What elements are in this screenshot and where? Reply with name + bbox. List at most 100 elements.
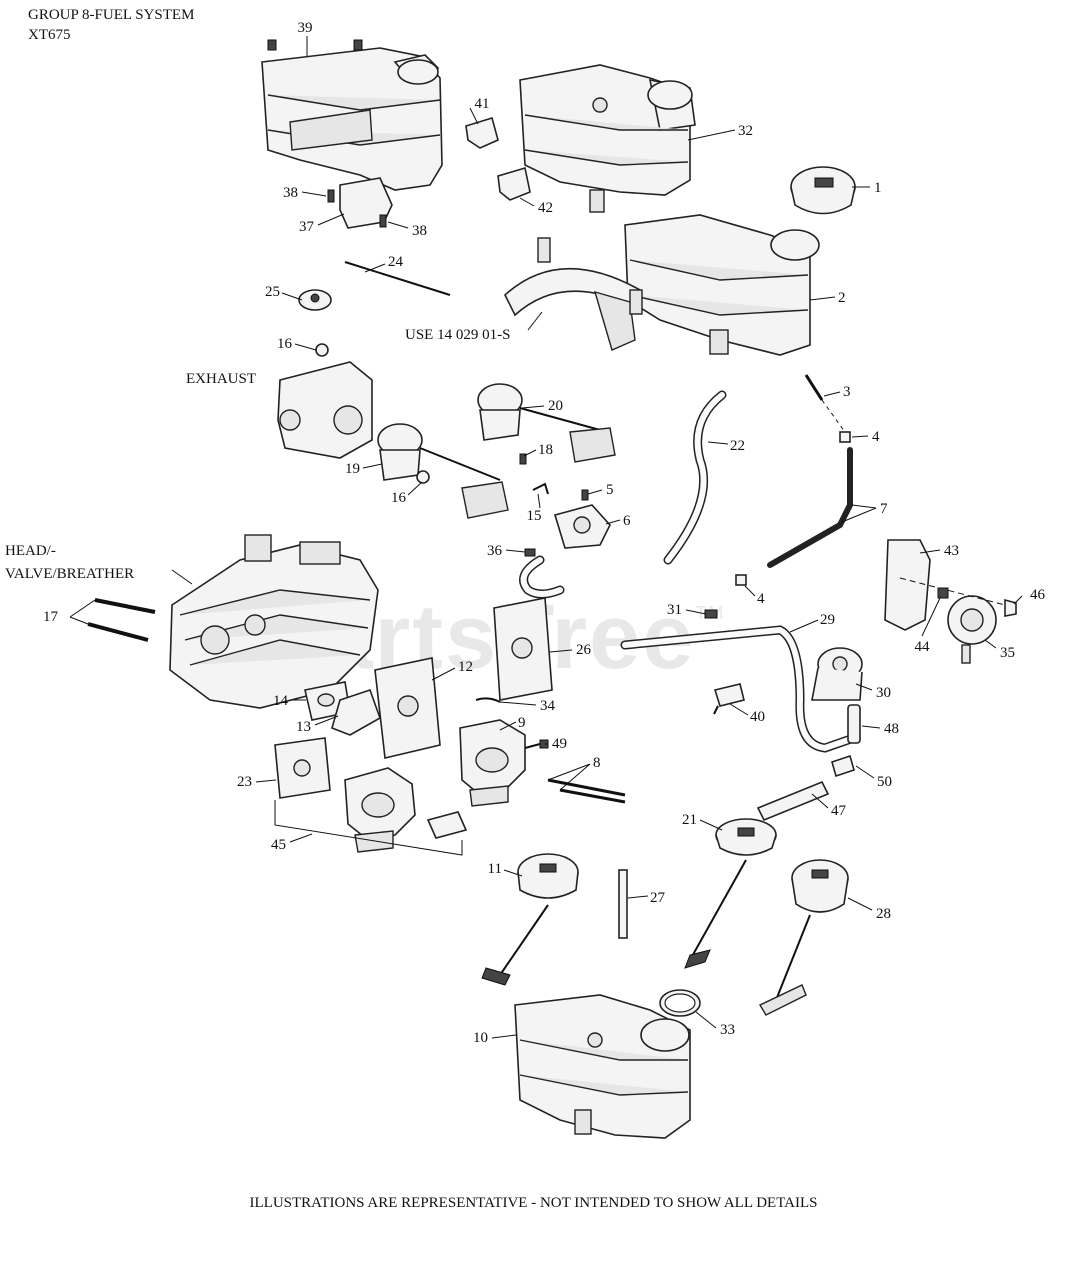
callout-30: 30 [876,685,891,701]
engine-head [169,534,379,709]
label-head-line1: HEAD/- [5,543,56,559]
leader-lines [69,36,1023,1039]
model-number: XT675 [28,27,71,43]
fuel-tank-32 [519,64,696,213]
callout-21: 21 [682,812,697,828]
bracket-37 [327,177,393,229]
fuel-cap-21 [684,818,777,969]
label-head-line2: VALVE/BREATHER [5,566,134,582]
callout-labels: 39 41 32 1 38 37 38 42 24 25 2 16 3 4 20… [43,20,1046,1046]
nut-16-mid [416,470,430,484]
rod-27 [618,869,628,939]
fuel-line-7 [767,374,853,568]
callout-47: 47 [831,803,847,819]
hose-22 [663,390,727,565]
callout-27: 27 [650,890,666,906]
solenoid-40 [713,683,745,715]
pin-17b [87,622,149,642]
callout-44: 44 [915,639,931,655]
fuel-pump-35 [947,595,997,664]
callout-20: 20 [548,398,563,414]
bracket-line-45 [274,800,463,856]
pin-17a [94,598,156,614]
callout-48: 48 [884,721,899,737]
callout-15: 15 [527,508,542,524]
callout-24: 24 [388,254,404,270]
clamp-4 [735,574,747,586]
nut-16-top [315,343,329,357]
nut-46 [1004,598,1017,617]
callout-19: 19 [345,461,360,477]
callout-32: 32 [738,123,753,139]
callout-14: 14 [273,693,289,709]
spacer-13 [331,688,381,736]
callout-46: 46 [1030,587,1046,603]
callout-17: 17 [43,609,59,625]
link-34 [475,697,501,703]
callout-4b: 4 [757,591,765,607]
callout-3: 3 [843,384,851,400]
label-exhaust: EXHAUST [186,371,256,387]
valve-25 [298,289,332,311]
callout-13: 13 [296,719,311,735]
footer-disclaimer: ILLUSTRATIONS ARE REPRESENTATIVE - NOT I… [249,1195,818,1211]
pin-8b [559,788,626,804]
tube-48 [847,704,861,744]
clip-41 [465,116,499,149]
vapor-canister-19 [377,423,509,519]
callout-36: 36 [487,543,503,559]
tube-47 [756,780,830,822]
clip-15 [532,482,549,495]
clamp-31 [704,609,718,619]
bracket-43 [884,539,931,631]
callout-16b: 16 [391,490,407,506]
callout-28: 28 [876,906,891,922]
muffler [277,361,373,459]
callout-50: 50 [877,774,892,790]
fuel-filter-6 [553,504,611,549]
fuel-tank-10 [514,994,691,1139]
callout-31: 31 [667,602,682,618]
callout-7: 7 [880,501,888,517]
screw-5 [581,489,589,501]
callout-18: 18 [538,442,553,458]
clamp-36 [524,548,536,557]
tank-strap-bracket [504,237,643,351]
callout-12: 12 [458,659,473,675]
fuel-tank-assembly-39 [261,39,443,191]
fuel-cap-11 [481,853,579,986]
callout-16a: 16 [277,336,293,352]
callout-49: 49 [552,736,567,752]
callout-34: 34 [540,698,556,714]
callout-9: 9 [518,715,526,731]
clip-44 [937,587,949,599]
callout-6: 6 [623,513,631,529]
callout-38a: 38 [283,185,298,201]
callout-23: 23 [237,774,252,790]
callout-35: 35 [1000,645,1015,661]
fuel-cap-28 [759,859,849,1016]
pin-8a [547,778,626,797]
callout-4a: 4 [872,429,880,445]
pump-axis [899,577,1006,606]
callout-5: 5 [606,482,614,498]
callout-22: 22 [730,438,745,454]
callout-10: 10 [473,1030,488,1046]
carburetor-9 [459,719,541,807]
vapor-canister-20 [477,383,616,463]
fuel-cap-1 [790,166,856,215]
callout-42: 42 [538,200,553,216]
callout-25: 25 [265,284,280,300]
screw-18 [519,453,527,465]
rod-24 [344,261,451,296]
callout-8: 8 [593,755,601,771]
callout-29: 29 [820,612,835,628]
callout-11: 11 [488,861,502,877]
callout-41: 41 [475,96,490,112]
callout-33: 33 [720,1022,735,1038]
callout-37: 37 [299,219,315,235]
carburetor-45 [344,767,468,853]
callout-40: 40 [750,709,765,725]
diagram-title: GROUP 8-FUEL SYSTEM [28,7,195,23]
